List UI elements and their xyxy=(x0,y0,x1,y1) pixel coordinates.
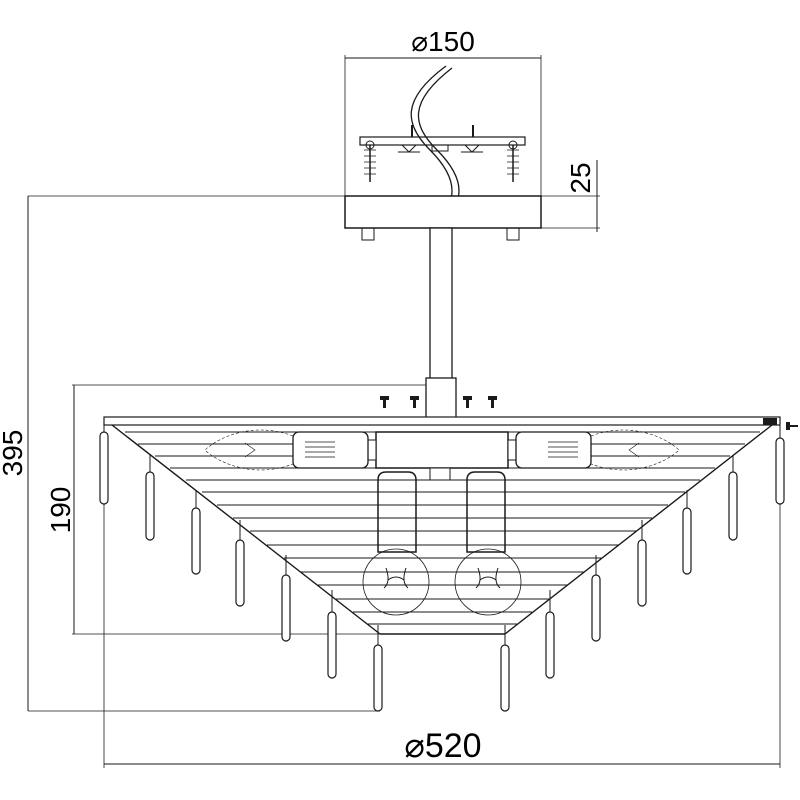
bulb-left-globe xyxy=(362,471,430,616)
crystal-drop-prism xyxy=(327,611,337,679)
crystal-drop xyxy=(728,455,738,541)
bulb-right-globe xyxy=(454,471,522,616)
crystal-drop-prism xyxy=(373,644,383,712)
crystal-drop-prism xyxy=(145,471,155,541)
suspension-rod xyxy=(425,227,457,421)
crystal-drop xyxy=(235,520,245,607)
mounting-bracket xyxy=(359,125,526,182)
canopy-height-dimension: 25 xyxy=(541,160,600,232)
crystal-drop xyxy=(145,455,155,541)
crystal-drop xyxy=(99,425,109,505)
ceiling-canopy xyxy=(344,195,542,241)
bulb-left-horizontal xyxy=(204,429,369,471)
crystal-drop xyxy=(545,590,555,679)
bracket-screw-right xyxy=(507,140,519,182)
central-housing xyxy=(367,431,517,481)
crystal-drop xyxy=(775,425,785,505)
crystal-drop xyxy=(591,555,601,642)
crystal-drop-prism xyxy=(99,431,109,505)
crystal-drop-prism xyxy=(545,611,555,679)
crystal-drop-prism xyxy=(637,539,647,607)
crystal-drop xyxy=(637,520,647,607)
frame-screws xyxy=(380,396,798,430)
crystal-drop-prism xyxy=(728,471,738,541)
overall-height-dimension: 395 xyxy=(0,195,380,712)
crystal-drop-prism xyxy=(191,507,201,575)
crystal-drop xyxy=(500,625,510,712)
bracket-screw-left xyxy=(364,140,376,182)
crystal-drop-prism xyxy=(682,507,692,575)
top-rim xyxy=(103,416,781,426)
crystal-drop-prism xyxy=(281,574,291,642)
crystal-drop xyxy=(281,555,291,642)
overall-diameter-label: ⌀520 xyxy=(404,727,481,765)
overall-diameter-dimension: ⌀520 xyxy=(103,500,781,768)
crystal-drop xyxy=(327,590,337,679)
overall-height-label: 395 xyxy=(0,430,28,477)
crystal-drop-prism xyxy=(775,437,785,505)
crystal-drop-prism xyxy=(500,644,510,712)
canopy-diameter-dimension: ⌀150 xyxy=(344,26,542,196)
crystal-drop xyxy=(373,625,383,712)
crystal-drop xyxy=(682,490,692,575)
crystal-drop-prism xyxy=(591,574,601,642)
crystal-drop xyxy=(191,490,201,575)
body-height-label: 190 xyxy=(45,487,76,534)
canopy-height-label: 25 xyxy=(565,162,596,193)
bulb-right-horizontal xyxy=(515,429,680,471)
canopy-diameter-label: ⌀150 xyxy=(411,26,475,57)
crystal-drops xyxy=(99,425,785,712)
crystal-drop-prism xyxy=(235,539,245,607)
